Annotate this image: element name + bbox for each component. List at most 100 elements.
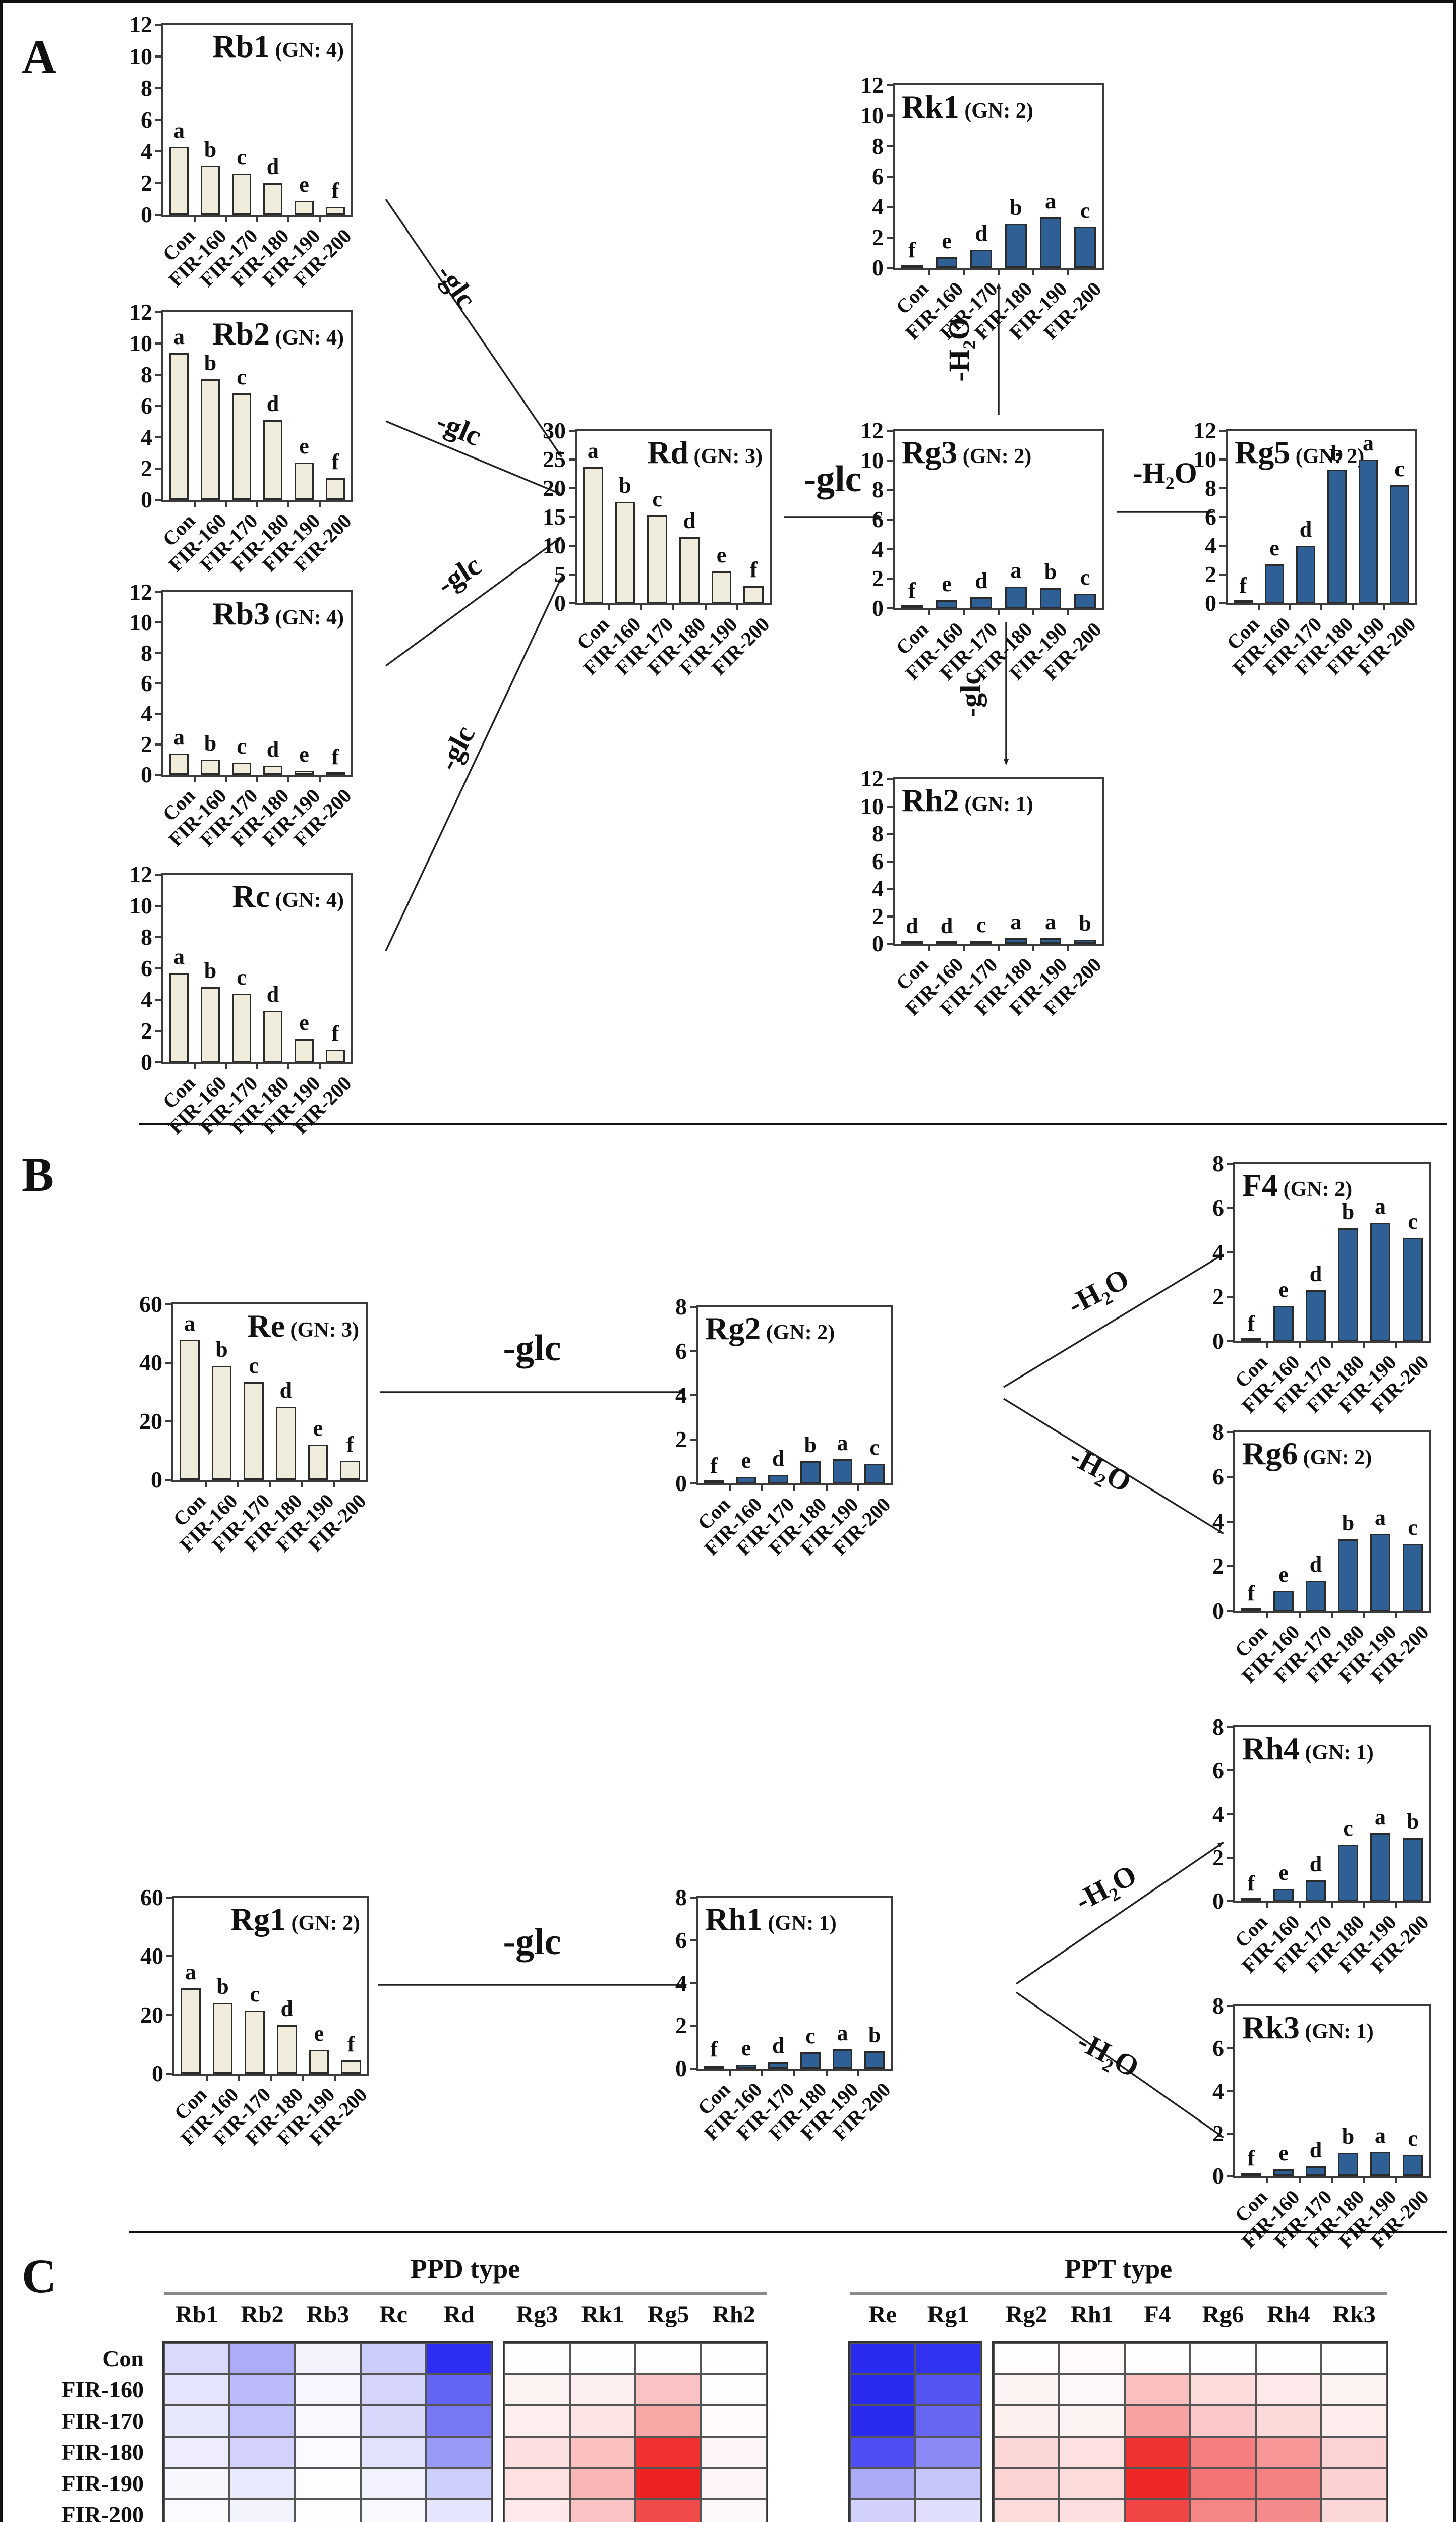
y-tick-label: 10 <box>129 893 152 919</box>
chart-gn: (GN: 1) <box>1299 1741 1374 1764</box>
heatmap-cell-Rd-Con <box>426 2343 492 2374</box>
x-tick-mark <box>1258 603 1260 610</box>
y-tick-label: 4 <box>141 138 152 164</box>
y-tick-label: 2 <box>141 731 152 757</box>
heatmap-cell-Re-FIR-190 <box>850 2468 915 2499</box>
heatmap-cell-Rb3-FIR-200 <box>295 2499 361 2522</box>
heatmap-cell-Rb2-FIR-170 <box>229 2405 295 2437</box>
sig-letter: d <box>266 154 279 180</box>
sig-letter: a <box>185 1960 196 1985</box>
sig-letter: c <box>1080 198 1090 223</box>
heatmap-cell-Rk3-FIR-200 <box>1321 2499 1387 2522</box>
y-tick-mark <box>690 1438 698 1441</box>
bar-Re-FIR-180 <box>276 1407 296 1480</box>
y-tick-label: 4 <box>675 1970 687 1996</box>
bar-Rk3-FIR-190 <box>1370 2151 1390 2176</box>
y-tick-label: 2 <box>1212 2120 1224 2146</box>
bar-Rg3-FIR-190 <box>1039 588 1062 608</box>
x-tick-mark <box>269 1480 271 1487</box>
sig-letter: e <box>741 2035 751 2060</box>
y-tick-mark <box>155 774 163 776</box>
x-tick-mark <box>998 944 1000 951</box>
bar-Rd-FIR-170 <box>647 515 667 603</box>
y-tick-mark <box>155 874 163 876</box>
y-tick-mark <box>1227 1726 1235 1728</box>
sig-letter: a <box>587 438 599 463</box>
heatmap-cell-Re-FIR-170 <box>850 2405 915 2437</box>
y-tick-label: 8 <box>872 477 884 503</box>
arrow-label-Rg1-to-Rh1: -glc <box>503 1921 561 1963</box>
x-tick-mark <box>928 268 930 275</box>
bar-Rk1-FIR-190 <box>1039 217 1062 268</box>
x-tick-mark <box>1266 1341 1268 1348</box>
y-tick-mark <box>155 55 163 58</box>
bar-Rb1-FIR-200 <box>325 207 345 215</box>
heatmap-cell-Rc-FIR-170 <box>361 2405 426 2437</box>
y-tick-mark <box>1227 1296 1235 1298</box>
bar-Rh4-FIR-170 <box>1306 1880 1326 1901</box>
x-tick-mark <box>1289 603 1291 610</box>
sig-letter: a <box>173 944 185 969</box>
sig-letter: b <box>1406 1809 1419 1834</box>
y-tick-label: 60 <box>140 1884 163 1910</box>
sig-letter: c <box>237 365 247 390</box>
y-tick-mark <box>1227 1813 1235 1815</box>
sig-letter: c <box>237 145 247 170</box>
y-tick-label: 2 <box>141 455 152 481</box>
bar-Re-FIR-190 <box>308 1445 328 1480</box>
heatmap-cell-Rb3-FIR-170 <box>295 2405 361 2437</box>
x-tick-mark <box>1266 1901 1268 1908</box>
y-tick-label: 0 <box>872 255 884 280</box>
chart-title-Rb1: Rb1 (GN: 4) <box>212 28 344 65</box>
y-tick-label: 10 <box>860 793 884 819</box>
heatmap-cell-Rg2-FIR-190 <box>994 2468 1059 2499</box>
y-tick-mark <box>1227 1520 1235 1523</box>
chart-name: Rc <box>232 878 270 914</box>
y-tick-mark <box>155 436 163 438</box>
bar-Rg2-FIR-190 <box>832 1459 853 1483</box>
heatmap-cell-Rg6-FIR-180 <box>1190 2437 1256 2468</box>
y-tick-mark <box>155 24 163 26</box>
heatmap-cell-Re-FIR-180 <box>850 2437 915 2468</box>
y-tick-label: 15 <box>543 504 566 530</box>
y-tick-mark <box>887 459 895 462</box>
sig-letter: f <box>1247 2146 1255 2170</box>
x-tick-mark <box>1331 1611 1333 1618</box>
bar-Rh2-FIR-170 <box>970 941 992 944</box>
bar-Rg5-FIR-170 <box>1296 546 1316 603</box>
y-tick-mark <box>569 516 577 518</box>
chart-title-Rk3: Rk3 (GN: 1) <box>1242 2009 1374 2046</box>
sig-letter: d <box>906 913 918 938</box>
x-tick-mark <box>1067 944 1069 951</box>
x-tick-mark <box>672 603 674 610</box>
bar-Rg1-FIR-190 <box>309 2050 329 2074</box>
y-tick-mark <box>1219 516 1228 518</box>
panel-b-label: B <box>22 1148 54 1201</box>
heatmap-cell-Rb1-Con <box>164 2343 229 2374</box>
y-tick-mark <box>155 87 163 89</box>
sig-letter: f <box>331 449 339 474</box>
y-tick-mark <box>155 499 163 501</box>
heatmap-col-label-Rh1: Rh1 <box>1070 2301 1114 2328</box>
y-tick-mark <box>569 430 577 432</box>
heatmap-col-label-Rg2: Rg2 <box>1005 2301 1047 2328</box>
bar-Rk3-Con <box>1241 2173 1261 2176</box>
chart-gn: (GN: 4) <box>270 606 344 629</box>
chart-gn: (GN: 3) <box>688 445 763 468</box>
y-tick-label: 2 <box>872 565 884 592</box>
chart-name: Rd <box>647 434 689 470</box>
y-tick-label: 4 <box>1205 533 1216 558</box>
heatmap-cell-Rg1-FIR-180 <box>915 2437 981 2468</box>
bar-Rc-FIR-200 <box>325 1050 345 1062</box>
y-tick-label: 6 <box>1212 1195 1224 1221</box>
chart-title-Rh4: Rh4 (GN: 1) <box>1242 1730 1374 1767</box>
sig-letter: c <box>1408 1209 1418 1234</box>
heatmap-cell-Rc-Con <box>361 2343 426 2374</box>
y-tick-label: 10 <box>129 43 152 69</box>
heatmap-block-PPD-blue <box>162 2341 493 2522</box>
x-tick-mark <box>194 775 196 782</box>
heatmap-cell-Rg1-Con <box>915 2343 981 2374</box>
y-tick-label: 0 <box>1212 1598 1224 1624</box>
